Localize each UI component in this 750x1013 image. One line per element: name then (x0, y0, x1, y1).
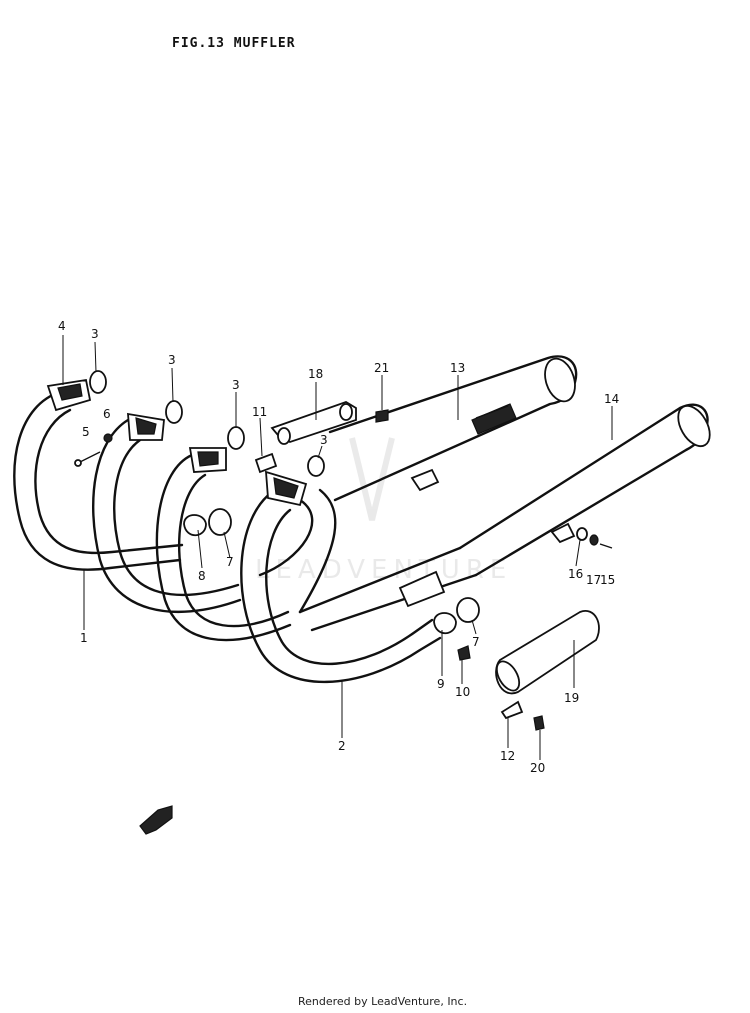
callout-3: 3 (168, 353, 176, 367)
gaskets-3 (89, 370, 325, 477)
clamp-9-bolt-10 (398, 570, 471, 661)
callout-20: 20 (530, 761, 545, 775)
callout-21: 21 (374, 361, 389, 375)
callout-6: 6 (103, 407, 111, 421)
callout-13: 13 (450, 361, 465, 375)
bolt-21 (375, 409, 389, 423)
callout-8: 8 (198, 569, 206, 583)
callout-16: 16 (568, 567, 583, 581)
svg-text:LEADVENTURE: LEADVENTURE (255, 555, 512, 585)
muffler-14 (298, 403, 711, 632)
washers-16-17-bolt-15 (576, 527, 613, 549)
bolt-5-nut-6 (74, 433, 113, 467)
clip-12 (500, 700, 524, 720)
callout-17: 17 (586, 573, 601, 587)
callout-leaders (62, 335, 613, 760)
callout-10: 10 (455, 685, 470, 699)
callout-14: 14 (604, 392, 619, 406)
callout-labels: 4 3 3 3 3 5 6 11 18 21 13 14 8 7 7 1 2 9… (58, 319, 619, 775)
callout-7: 7 (226, 555, 234, 569)
callout-3: 3 (232, 378, 240, 392)
callout-11: 11 (252, 405, 267, 419)
front-direction-arrow-icon (139, 805, 173, 835)
exhaust-header-pipes (13, 390, 442, 684)
figure-title: FIG.13 MUFFLER (172, 36, 296, 51)
callout-18: 18 (308, 367, 323, 381)
muffler-13 (328, 355, 578, 502)
callout-3: 3 (320, 433, 328, 447)
bracket-18 (270, 401, 357, 445)
callout-2: 2 (338, 739, 346, 753)
screw-20 (533, 715, 545, 731)
callout-12: 12 (500, 749, 515, 763)
part-11 (254, 452, 278, 474)
callout-15: 15 (600, 573, 615, 587)
callout-1: 1 (80, 631, 88, 645)
watermark: LEADVENTURE (255, 437, 512, 585)
callout-4: 4 (58, 319, 66, 333)
callout-5: 5 (82, 425, 90, 439)
header-flanges (46, 378, 308, 507)
end-cap-19 (495, 609, 600, 695)
footer-credit: Rendered by LeadVenture, Inc. (298, 995, 468, 1008)
callout-19: 19 (564, 691, 579, 705)
callout-7: 7 (472, 635, 480, 649)
callout-9: 9 (437, 677, 445, 691)
clamps-8-7 (183, 508, 480, 623)
callout-3: 3 (91, 327, 99, 341)
